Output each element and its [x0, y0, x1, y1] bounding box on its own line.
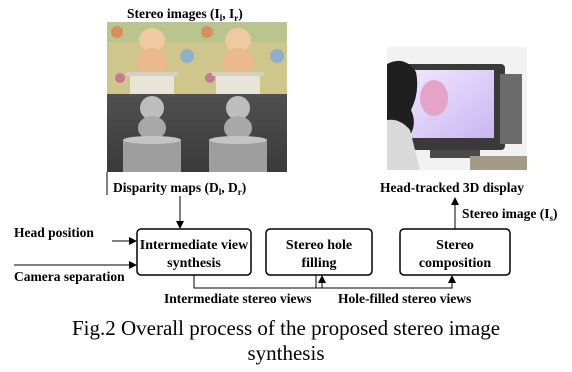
intermediate-view-synthesis-box: Intermediate view synthesis	[136, 228, 252, 276]
intermediate-views-label: Intermediate stereo views	[164, 291, 311, 306]
stereo-image-output-label: Stereo image (Is)	[462, 206, 558, 223]
figure-caption-line1: Fig.2 Overall process of the proposed st…	[72, 316, 500, 340]
disparity-map-right	[197, 94, 287, 172]
stereo-hole-filling-box: Stereo hole filling	[265, 228, 373, 276]
hole-filled-views-label: Hole-filled stereo views	[338, 291, 471, 306]
stereo-image-right	[197, 22, 287, 94]
intermediate-box-line2: synthesis	[167, 256, 221, 271]
camera-separation-label: Camera separation	[14, 269, 125, 284]
stereo-composition-box: Stereo composition	[399, 228, 511, 276]
intermediate-flow-arrow	[193, 275, 326, 289]
figure-caption-line2: synthesis	[247, 341, 324, 365]
disparity-map-left	[107, 94, 197, 172]
head-position-label: Head position	[14, 225, 94, 240]
hole-box-line1: Stereo hole	[286, 238, 352, 253]
stereo-image-left	[107, 22, 197, 94]
hole-filled-flow-arrow	[315, 275, 456, 289]
composition-box-line2: composition	[419, 256, 492, 271]
display-label: Head-tracked 3D display	[380, 180, 524, 195]
intermediate-box-line1: Intermediate view	[140, 238, 249, 253]
hole-box-line2: filling	[301, 256, 336, 271]
stereo-images-label: Stereo images (Il, Ir)	[127, 6, 243, 23]
display-photo	[387, 47, 527, 170]
composition-box-line1: Stereo	[436, 238, 474, 253]
disparity-maps-label: Disparity maps (Dl, Dr)	[113, 180, 246, 197]
